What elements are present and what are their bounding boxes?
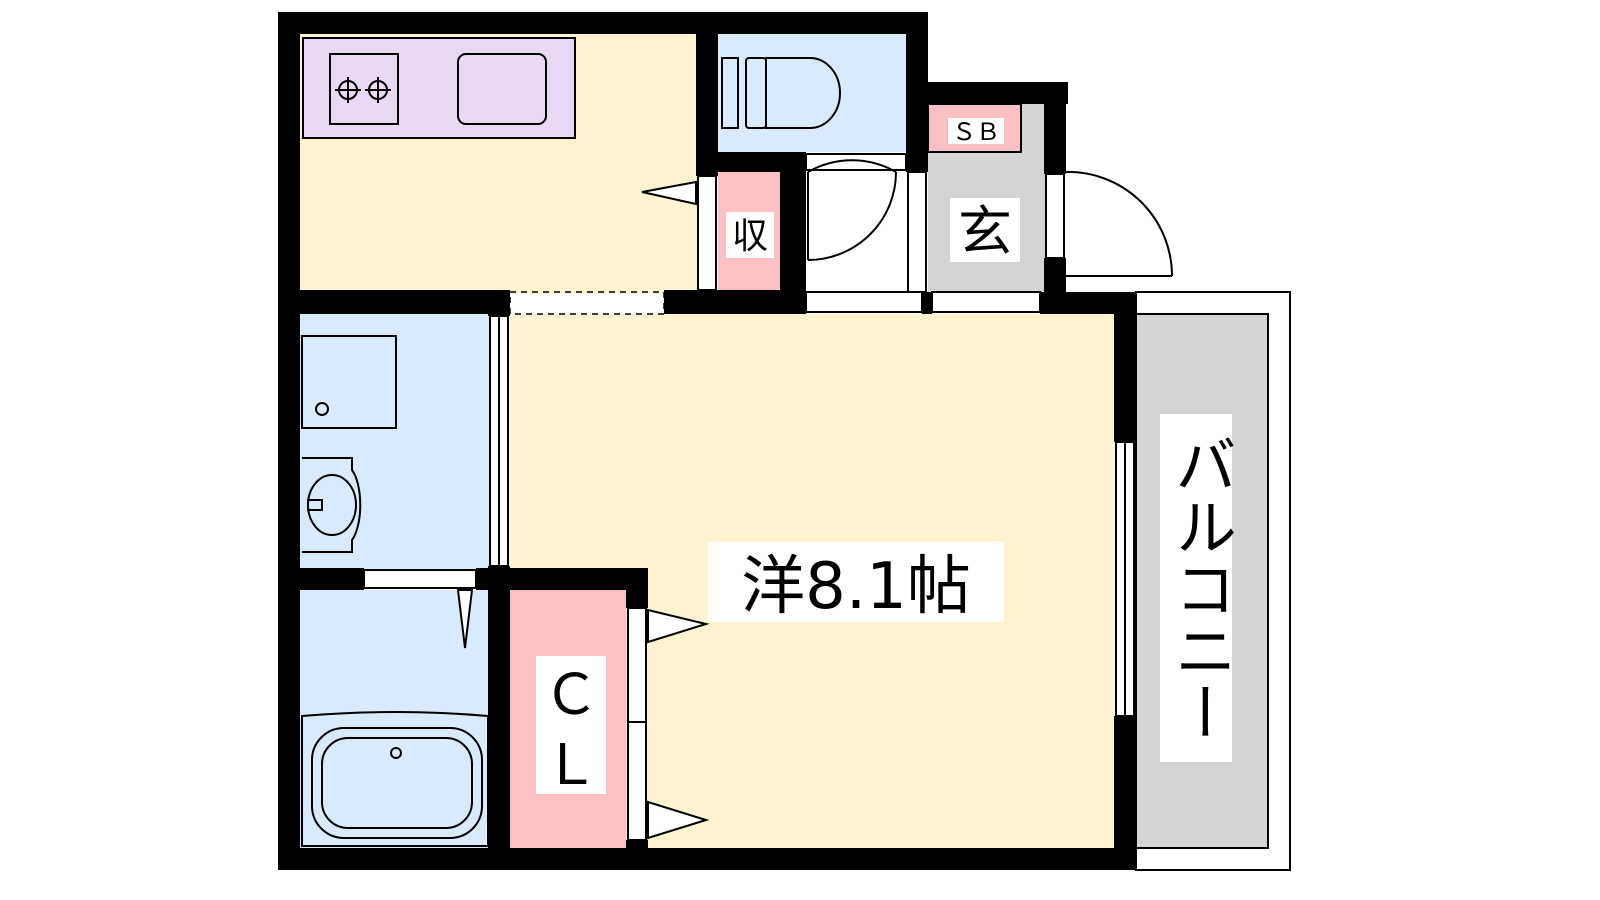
door-markers xyxy=(456,180,710,840)
closet-label-l: Ｌ xyxy=(543,733,599,798)
balcony-label: バルコニー xyxy=(1164,433,1237,743)
openings xyxy=(363,153,1135,841)
hall-floor xyxy=(805,172,925,294)
storage-label-bg xyxy=(726,212,774,258)
stove-icon xyxy=(329,53,399,125)
bathtub-icon xyxy=(301,711,489,847)
toilet-icon xyxy=(721,57,841,129)
balcony-label-bg xyxy=(1160,414,1232,762)
shoe-box-label: ＳＢ xyxy=(952,118,1000,146)
main-room-label: 洋8.1帖 xyxy=(741,550,971,624)
closet-label-c: Ｃ xyxy=(543,663,599,728)
walls xyxy=(278,12,1136,870)
washing-machine-icon xyxy=(301,335,397,429)
closet-label-bg xyxy=(536,656,606,794)
main-room-label-bg xyxy=(708,542,1004,622)
bathroom xyxy=(300,590,488,848)
shoe-box-label-bg xyxy=(948,118,1004,144)
storage-label: 収 xyxy=(732,216,768,257)
kitchen-boundary xyxy=(509,291,665,315)
kitchen-sink-icon xyxy=(457,53,547,125)
washbasin-icon xyxy=(302,457,362,553)
entrance-label-bg xyxy=(950,198,1020,262)
entrance-label: 玄 xyxy=(958,200,1012,263)
door-swings xyxy=(807,159,1173,277)
